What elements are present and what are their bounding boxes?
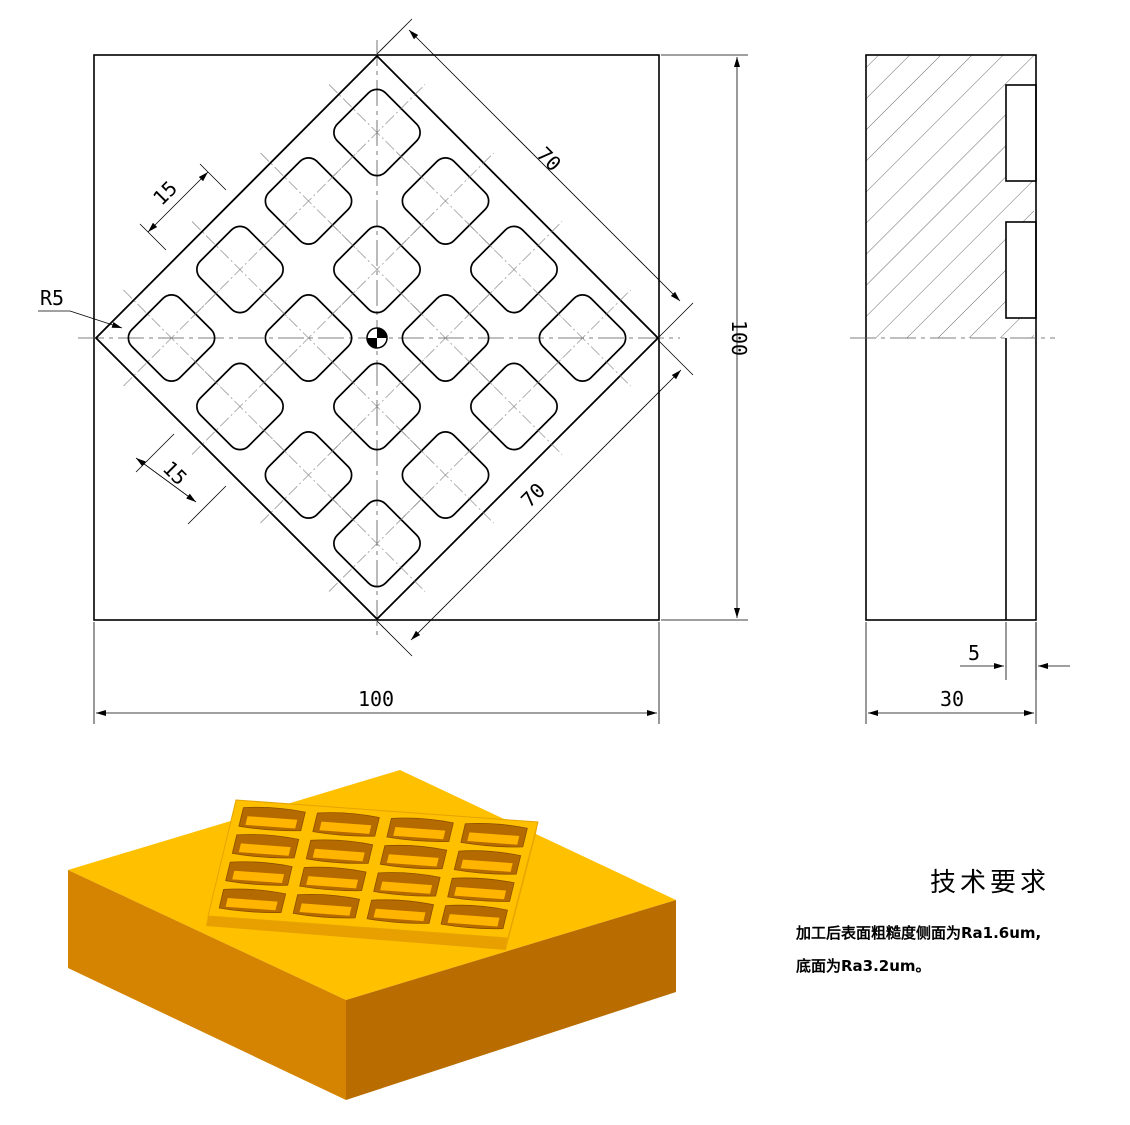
dim-thickness-label: 30	[940, 687, 964, 711]
iso-pocket-floor	[460, 859, 513, 872]
iso-pocket-floor	[447, 914, 500, 927]
iso-pocket-floor	[245, 816, 298, 829]
dim-diamond-lower-label: 70	[516, 478, 550, 512]
dim-pitch-upper: 15	[139, 163, 227, 251]
dim-diamond-upper-label: 70	[532, 142, 566, 176]
requirements-line-1: 加工后表面粗糙度侧面为Ra1.6um,	[796, 924, 1042, 942]
dim-width-label: 100	[358, 687, 394, 711]
iso-pocket-floor	[380, 881, 433, 894]
pocket-centerline	[328, 221, 426, 318]
side-outline	[865, 54, 1037, 621]
radius-label: R5	[40, 286, 64, 310]
dim-width: 100	[93, 622, 660, 724]
pocket-centerline	[260, 152, 357, 250]
iso-pocket-floor	[238, 843, 291, 856]
pocket-centerline	[191, 358, 289, 455]
pocket-centerline	[328, 84, 426, 181]
side-pocket-1	[1005, 84, 1037, 182]
pocket-centerline	[328, 358, 426, 455]
iso-plate-top	[207, 799, 539, 939]
radius-leader: R5	[38, 286, 123, 329]
pocket-centerline	[260, 289, 357, 387]
isometric-view	[68, 770, 676, 1100]
origin-symbol-icon	[366, 327, 388, 349]
iso-pocket-floor	[319, 821, 372, 834]
iso-pocket-grid	[218, 806, 528, 930]
iso-pocket-floor	[225, 898, 278, 911]
pocket-centerline	[123, 289, 220, 387]
requirements-title: 技术要求	[930, 868, 1051, 898]
iso-pocket-floor	[299, 903, 352, 916]
iso-pocket-floor	[454, 886, 507, 900]
iso-plate-edge	[206, 916, 508, 950]
iso-base-front	[346, 900, 676, 1100]
iso-pocket-floor	[306, 876, 359, 889]
front-view: 100 100 70 70 15	[38, 18, 751, 724]
dim-diamond-lower: 70	[376, 339, 694, 657]
iso-pocket-floor	[393, 827, 446, 840]
iso-pocket-floor	[386, 854, 439, 867]
iso-pocket-floor	[373, 908, 426, 922]
pocket-centerline	[260, 426, 357, 524]
iso-pocket-floor	[232, 870, 285, 883]
requirements-line-2: 底面为Ra3.2um。	[796, 957, 931, 975]
iso-base-left	[68, 870, 346, 1100]
dim-pitch-lower-label: 15	[158, 456, 192, 490]
dim-depth: 5	[960, 622, 1070, 680]
dim-height-label: 100	[727, 320, 751, 356]
iso-pocket-floor	[467, 832, 520, 845]
dim-thickness: 30	[865, 622, 1037, 724]
pocket-centerline	[328, 495, 426, 592]
iso-pocket-floor	[312, 848, 365, 862]
dim-height: 100	[661, 54, 751, 621]
side-pocket-2	[1005, 221, 1037, 319]
pocket-centerline	[191, 221, 289, 318]
dim-pitch-upper-label: 15	[148, 176, 182, 210]
dim-depth-label: 5	[968, 641, 980, 665]
dim-pitch-lower: 15	[135, 433, 227, 525]
side-view: 30 5	[850, 54, 1070, 724]
